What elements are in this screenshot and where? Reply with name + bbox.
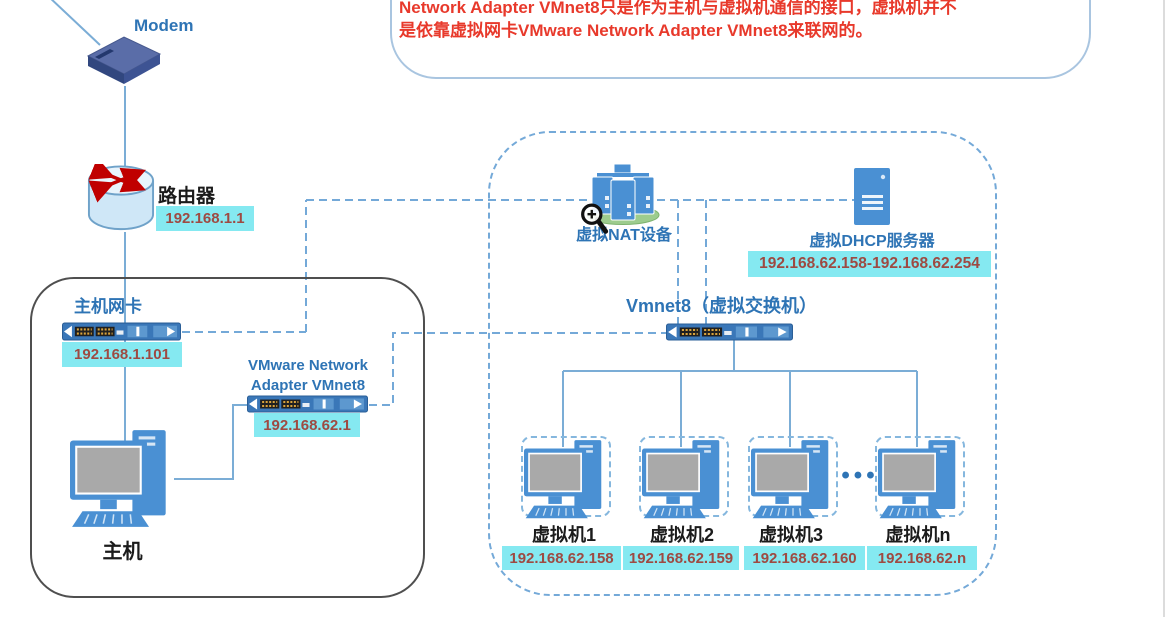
virtual-network-box bbox=[488, 131, 997, 596]
slide-edge-divider bbox=[1163, 0, 1165, 617]
adapter-icon bbox=[247, 395, 368, 413]
dhcp-range-badge: 192.168.62.158-192.168.62.254 bbox=[748, 251, 991, 277]
vswitch-label: Vmnet8（虚拟交换机） bbox=[626, 296, 818, 316]
host-machine-box bbox=[30, 277, 425, 598]
vm2-ip-badge: 192.168.62.159 bbox=[623, 546, 739, 570]
line-modem-uplink bbox=[50, 0, 101, 46]
vmn-ip-badge: 192.168.62.n bbox=[867, 546, 977, 570]
adapter-label-line2: Adapter VMnet8 bbox=[250, 376, 366, 394]
line-adapter-host bbox=[174, 404, 248, 480]
callout-bubble: Network Adapter VMnet8只是作为主机与虚拟机通信的接口，虚拟… bbox=[390, 0, 1091, 79]
host-computer-label: 主机 bbox=[102, 541, 143, 563]
vm3-computer-icon bbox=[751, 440, 835, 520]
zoom-cursor-icon bbox=[581, 203, 609, 234]
router-ip-badge: 192.168.1.1 bbox=[156, 206, 254, 231]
dhcp-server-label: 虚拟DHCP服务器 bbox=[809, 233, 935, 250]
adapter-label-line1: VMware Network bbox=[247, 357, 369, 374]
vmn-label: 虚拟机n bbox=[885, 525, 951, 545]
vm2-label: 虚拟机2 bbox=[649, 525, 714, 545]
vm1-label: 虚拟机1 bbox=[531, 525, 596, 545]
host-nic-icon bbox=[62, 322, 181, 341]
vswitch-icon bbox=[666, 323, 793, 341]
router-label: 路由器 bbox=[158, 186, 216, 207]
vm2-computer-icon bbox=[642, 440, 726, 520]
callout-line-1: Network Adapter VMnet8只是作为主机与虚拟机通信的接口，虚拟… bbox=[399, 0, 957, 17]
vm-ellipsis: ••• bbox=[841, 462, 879, 489]
modem-label: Modem bbox=[134, 16, 194, 35]
vm3-label: 虚拟机3 bbox=[758, 525, 823, 545]
host-computer-icon bbox=[70, 430, 174, 529]
callout-line-2: 是依靠虚拟网卡VMware Network Adapter VMnet8来联网的… bbox=[399, 21, 873, 40]
vm1-ip-badge: 192.168.62.158 bbox=[502, 546, 621, 570]
dashed-adapter-switch bbox=[369, 332, 666, 406]
dhcp-server-icon bbox=[854, 168, 890, 225]
vm1-computer-icon bbox=[524, 440, 608, 520]
vmn-computer-icon bbox=[878, 440, 962, 520]
host-nic-label: 主机网卡 bbox=[74, 297, 142, 316]
adapter-label: VMware Network Adapter VMnet8 bbox=[238, 356, 378, 395]
host-nic-ip-badge: 192.168.1.101 bbox=[62, 342, 182, 367]
callout-text: Network Adapter VMnet8只是作为主机与虚拟机通信的接口，虚拟… bbox=[399, 0, 1077, 42]
nat-device-label: 虚拟NAT设备 bbox=[576, 227, 672, 244]
modem-icon bbox=[86, 36, 162, 84]
router-icon bbox=[87, 164, 155, 231]
vm3-ip-badge: 192.168.62.160 bbox=[744, 546, 865, 570]
adapter-ip-badge: 192.168.62.1 bbox=[254, 413, 360, 437]
